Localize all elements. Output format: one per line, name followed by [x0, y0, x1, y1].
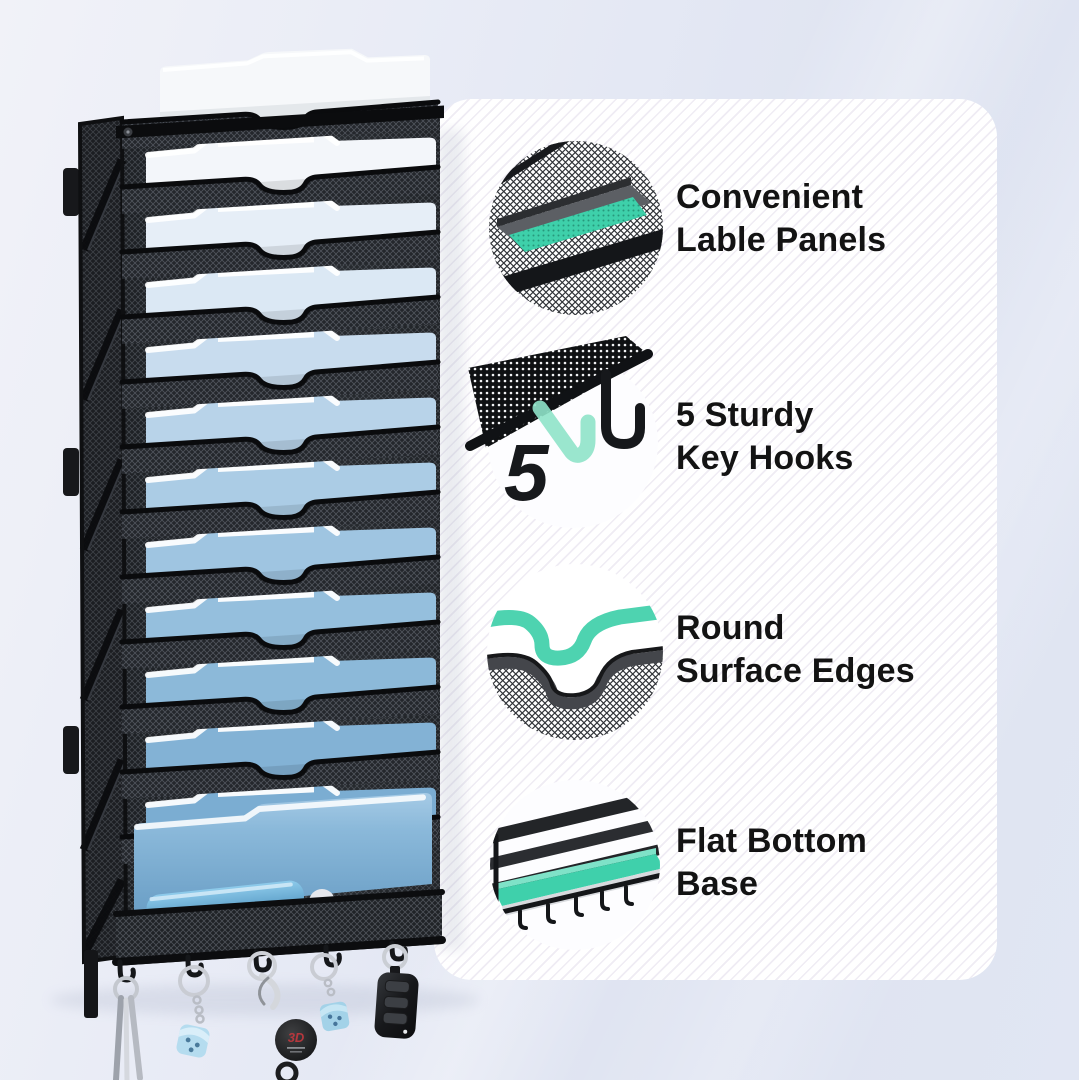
bottom-tray — [112, 889, 446, 966]
bottom-folder-slab — [134, 792, 432, 912]
feature-title-line1: Flat Bottom — [676, 822, 868, 860]
flat-base-detail-icon — [480, 770, 670, 960]
label-panel-detail-icon — [481, 133, 671, 323]
feature-title-line2: Key Hooks — [676, 439, 854, 477]
organizer-body — [63, 48, 446, 1018]
car-key-fob — [374, 944, 419, 1039]
3d-tag-keychain: 3D — [247, 951, 317, 1080]
dice-keychain-2 — [310, 953, 350, 1032]
feature-title-line1: Round — [676, 609, 785, 647]
wall-mount-tabs — [63, 168, 79, 774]
organizer-shadow — [50, 984, 480, 1016]
hanging-keys — [113, 976, 143, 1080]
organizer-side-shadow — [438, 130, 464, 950]
key-hooks-detail-icon: 5 — [465, 336, 668, 538]
feature-title-line1: 5 Sturdy — [676, 396, 814, 434]
feature-title-line1: Convenient — [676, 178, 864, 216]
dice-keychain — [176, 965, 210, 1058]
top-rail — [116, 105, 444, 139]
feature-title-line2: Surface Edges — [676, 652, 915, 690]
hook-count-badge: 5 — [504, 428, 550, 517]
round-edges-detail-icon — [480, 557, 670, 747]
feature-title-line2: Lable Panels — [676, 221, 887, 259]
feature-title-line2: Base — [676, 865, 759, 903]
tag-label: 3D — [288, 1030, 305, 1045]
organizer-side-panel — [77, 115, 129, 1018]
